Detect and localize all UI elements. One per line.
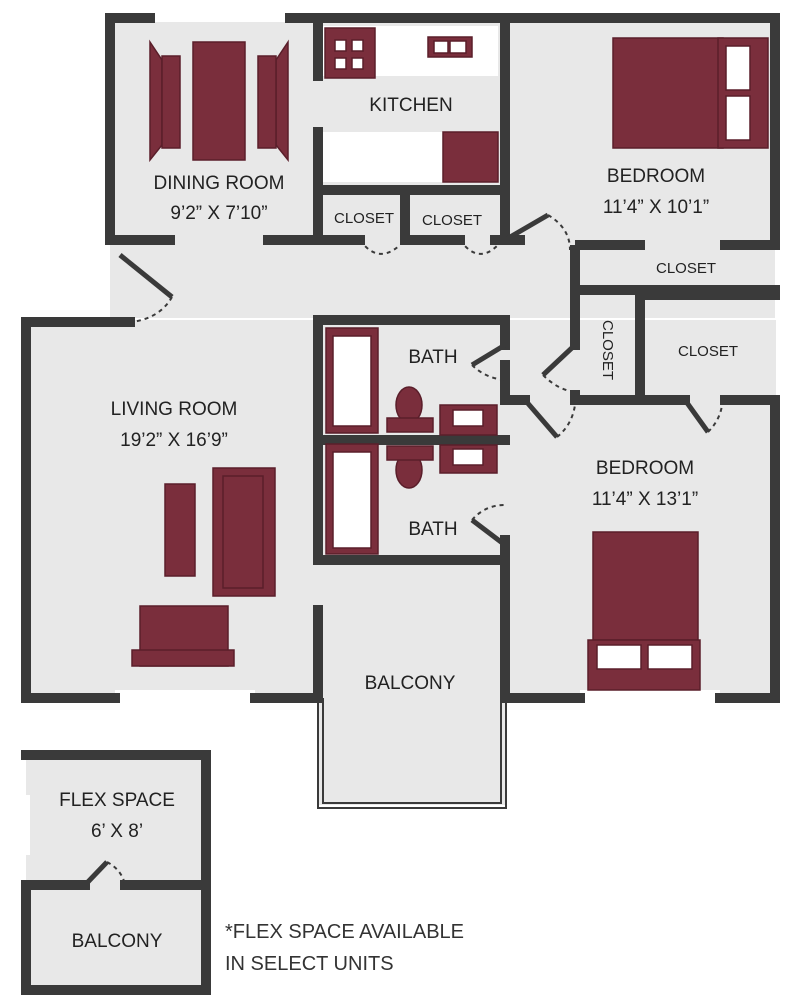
dining-room-label: DINING ROOM (154, 173, 285, 194)
flex-note-line2: IN SELECT UNITS (225, 953, 394, 975)
coffee-table (164, 483, 196, 577)
bed (592, 531, 699, 641)
bed (612, 37, 724, 149)
flex-note-line1: *FLEX SPACE AVAILABLE (225, 921, 464, 943)
closet-label: CLOSET (422, 212, 482, 229)
stove (324, 27, 376, 79)
refrigerator (442, 131, 499, 183)
kitchen-label: KITCHEN (369, 95, 452, 116)
furniture (131, 27, 769, 691)
flex-space-size: 6’ X 8’ (91, 821, 143, 842)
living-room-label: LIVING ROOM (111, 399, 238, 420)
closet-label: CLOSET (678, 343, 738, 360)
bath-label: BATH (408, 347, 457, 368)
dining-room-size: 9’2” X 7’10” (170, 203, 267, 224)
bedroom-size: 11’4” X 13’1” (592, 489, 698, 510)
balcony-label: BALCONY (365, 673, 456, 694)
bath-label: BATH (408, 519, 457, 540)
bedroom-label: BEDROOM (607, 166, 705, 187)
closet-label: CLOSET (656, 260, 716, 277)
bedroom-size: 11’4” X 10’1” (603, 197, 709, 218)
room-labels: DINING ROOM 9’2” X 7’10” KITCHEN CLOSET … (59, 95, 738, 975)
closet-label: CLOSET (334, 210, 394, 227)
closet-label: CLOSET (599, 320, 616, 380)
living-room-size: 19’2” X 16’9” (120, 430, 228, 451)
doors (83, 212, 723, 887)
balcony-label: BALCONY (72, 931, 163, 952)
flex-space-label: FLEX SPACE (59, 790, 175, 811)
bedroom-label: BEDROOM (596, 458, 694, 479)
dining-table (192, 41, 246, 161)
